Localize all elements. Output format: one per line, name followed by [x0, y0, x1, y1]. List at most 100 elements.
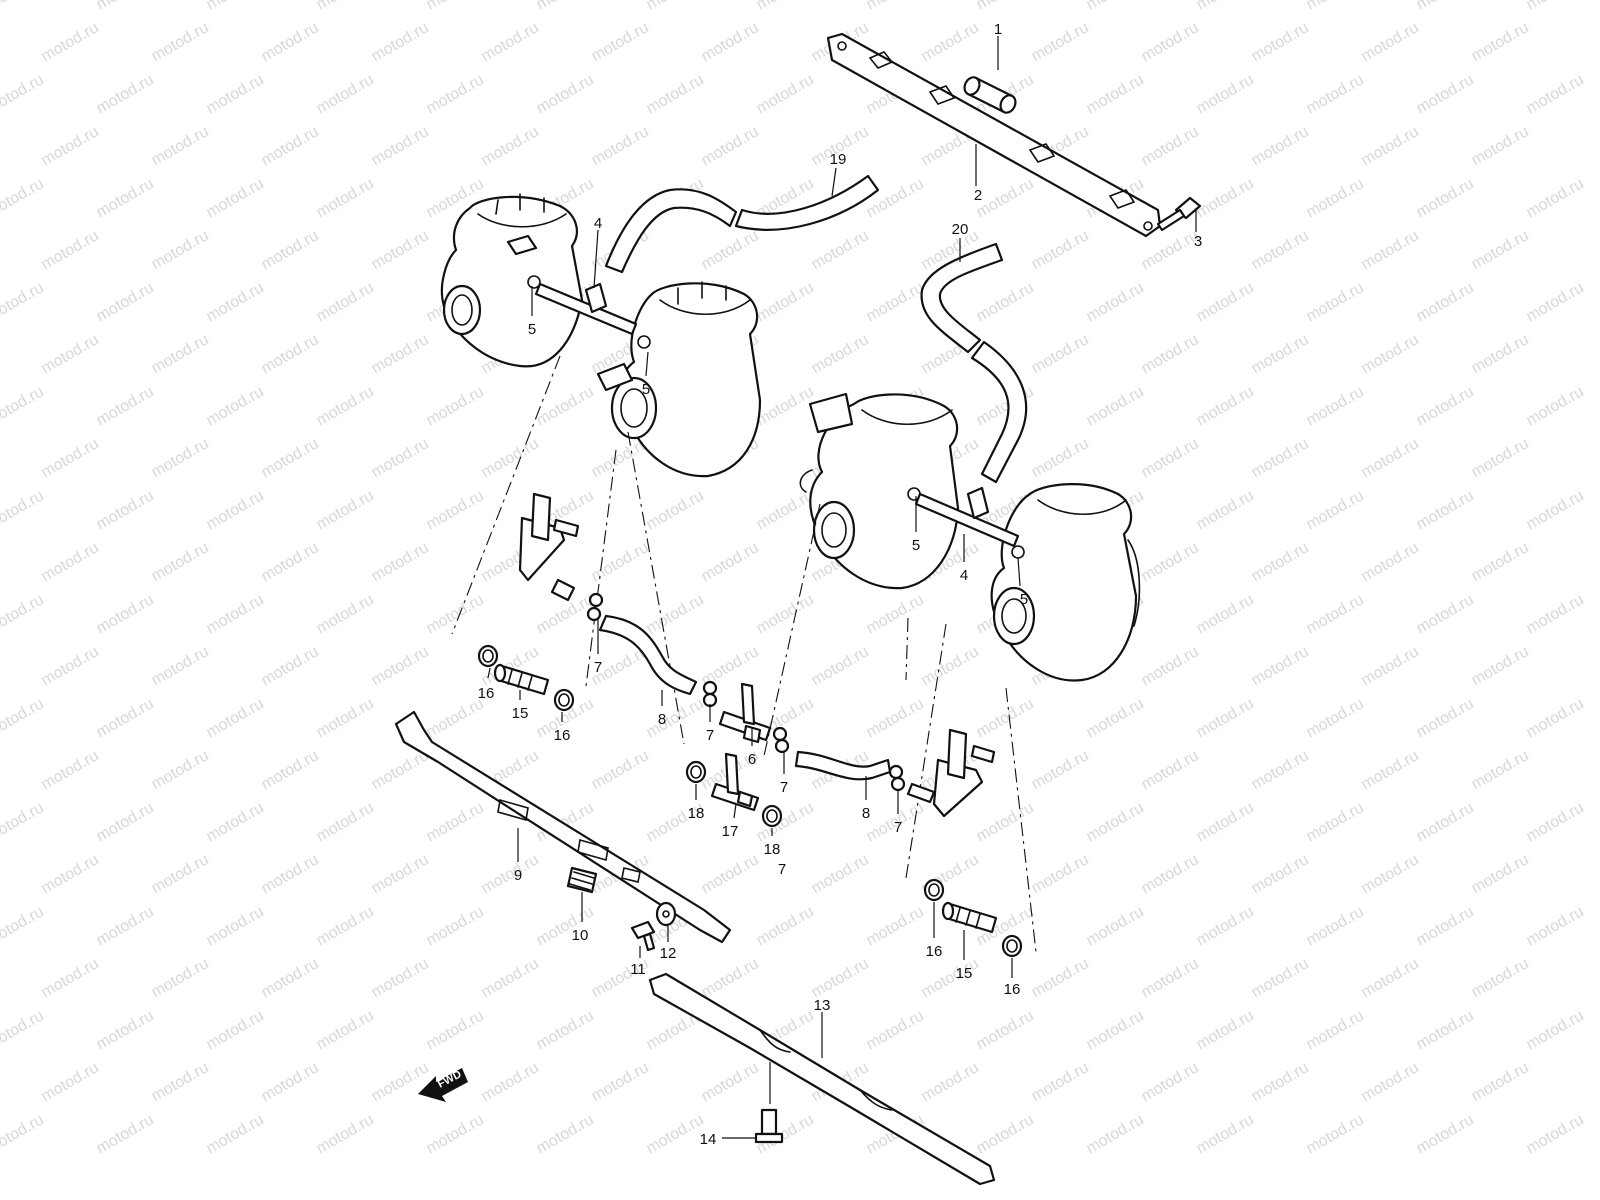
watermark-text: motod.ru [204, 383, 267, 429]
watermark-text: motod.ru [1249, 643, 1312, 689]
watermark-text: motod.ru [94, 695, 157, 741]
watermark-text: motod.ru [1359, 331, 1422, 377]
watermark-text: motod.ru [0, 279, 47, 325]
watermark-text: motod.ru [259, 331, 322, 377]
watermark-text: motod.ru [204, 903, 267, 949]
watermark-text: motod.ru [1194, 799, 1257, 845]
watermark-text: motod.ru [1359, 435, 1422, 481]
watermark-text: motod.ru [644, 0, 707, 13]
watermark-text: motod.ru [369, 747, 432, 793]
watermark-text: motod.ru [149, 747, 212, 793]
watermark-text: motod.ru [1084, 695, 1147, 741]
watermark-text: motod.ru [314, 695, 377, 741]
watermark-text: motod.ru [1029, 331, 1092, 377]
watermark-text: motod.ru [1414, 1111, 1477, 1157]
watermark-text: motod.ru [1414, 175, 1477, 221]
watermark-text: motod.ru [259, 747, 322, 793]
watermark-text: motod.ru [699, 227, 762, 273]
watermark-text: motod.ru [424, 487, 487, 533]
watermark-text: motod.ru [94, 903, 157, 949]
hose-part-8-left [598, 614, 698, 696]
watermark-text: motod.ru [974, 799, 1037, 845]
watermark-text: motod.ru [699, 851, 762, 897]
watermark-text: motod.ru [1084, 903, 1147, 949]
watermark-text: motod.ru [314, 903, 377, 949]
watermark-text: motod.ru [39, 435, 102, 481]
watermark-text: motod.ru [314, 0, 377, 13]
watermark-text: motod.ru [1469, 1059, 1532, 1105]
watermark-text: motod.ru [1524, 1111, 1587, 1157]
watermark-text: motod.ru [974, 1007, 1037, 1053]
watermark-text: motod.ru [1029, 435, 1092, 481]
watermark-text: motod.ru [1469, 851, 1532, 897]
watermark-layer: motod.ru motod.ru motod.ru motod.ru motod.ru… [0, 0, 1587, 1157]
watermark-text: motod.ru [1304, 1007, 1367, 1053]
callout-4-right: 4 [960, 567, 968, 584]
watermark-text: motod.ru [1359, 227, 1422, 273]
watermark-text: motod.ru [1029, 19, 1092, 65]
hose-part-20 [920, 242, 1028, 484]
watermark-text: motod.ru [314, 591, 377, 637]
callout-14: 14 [700, 1131, 717, 1148]
washer-part-12 [655, 901, 677, 927]
watermark-text: motod.ru [479, 123, 542, 169]
watermark-text: motod.ru [754, 591, 817, 637]
watermark-text: motod.ru [699, 1059, 762, 1105]
watermark-text: motod.ru [1359, 1059, 1422, 1105]
watermark-text: motod.ru [94, 1007, 157, 1053]
carburetor-4 [990, 483, 1141, 682]
watermark-text: motod.ru [369, 955, 432, 1001]
watermark-text: motod.ru [864, 591, 927, 637]
watermark-text: motod.ru [1304, 591, 1367, 637]
watermark-text: motod.ru [864, 695, 927, 741]
watermark-text: motod.ru [1139, 955, 1202, 1001]
watermark-text: motod.ru [39, 539, 102, 585]
watermark-text: motod.ru [1249, 227, 1312, 273]
watermark-text: motod.ru [369, 331, 432, 377]
watermark-text: motod.ru [1414, 591, 1477, 637]
watermark-text: motod.ru [754, 799, 817, 845]
callout-5-b: 5 [642, 381, 650, 398]
watermark-text: motod.ru [94, 591, 157, 637]
watermark-text: motod.ru [0, 175, 47, 221]
watermark-text: motod.ru [314, 279, 377, 325]
screw-part-11 [630, 920, 656, 952]
watermark-text: motod.ru [204, 175, 267, 221]
watermark-text: motod.ru [1469, 747, 1532, 793]
watermark-text: motod.ru [1139, 123, 1202, 169]
watermark-text: motod.ru [479, 19, 542, 65]
watermark-text: motod.ru [0, 695, 47, 741]
tee-joint-part-17 [710, 752, 760, 812]
watermark-text: motod.ru [314, 71, 377, 117]
watermark-text: motod.ru [534, 1111, 597, 1157]
watermark-text: motod.ru [1304, 1111, 1367, 1157]
watermark-text: motod.ru [149, 851, 212, 897]
watermark-text: motod.ru [424, 591, 487, 637]
o-rings [477, 644, 1023, 958]
watermark-text: motod.ru [1029, 227, 1092, 273]
watermark-text: motod.ru [974, 175, 1037, 221]
watermark-text: motod.ru [754, 279, 817, 325]
watermark-text: motod.ru [809, 955, 872, 1001]
watermark-text: motod.ru [1414, 0, 1477, 13]
watermark-text: motod.ru [39, 851, 102, 897]
watermark-text: motod.ru [1414, 487, 1477, 533]
watermark-text: motod.ru [39, 1059, 102, 1105]
callout-12: 12 [660, 945, 677, 962]
watermark-text: motod.ru [1249, 435, 1312, 481]
tee-joint-part-6 [718, 682, 772, 744]
watermark-text: motod.ru [1249, 123, 1312, 169]
fuel-joint-left [518, 492, 580, 602]
fuel-tee-pipe-right [914, 486, 1020, 548]
cylinder-part-1 [963, 76, 1017, 114]
watermark-text: motod.ru [1304, 279, 1367, 325]
watermark-text: motod.ru [424, 799, 487, 845]
watermark-text: motod.ru [1304, 903, 1367, 949]
watermark-text: motod.ru [424, 0, 487, 13]
callout-17: 17 [722, 823, 739, 840]
watermark-text: motod.ru [39, 227, 102, 273]
callout-8-b: 8 [862, 805, 870, 822]
watermark-text: motod.ru [589, 123, 652, 169]
watermark-text: motod.ru [699, 955, 762, 1001]
